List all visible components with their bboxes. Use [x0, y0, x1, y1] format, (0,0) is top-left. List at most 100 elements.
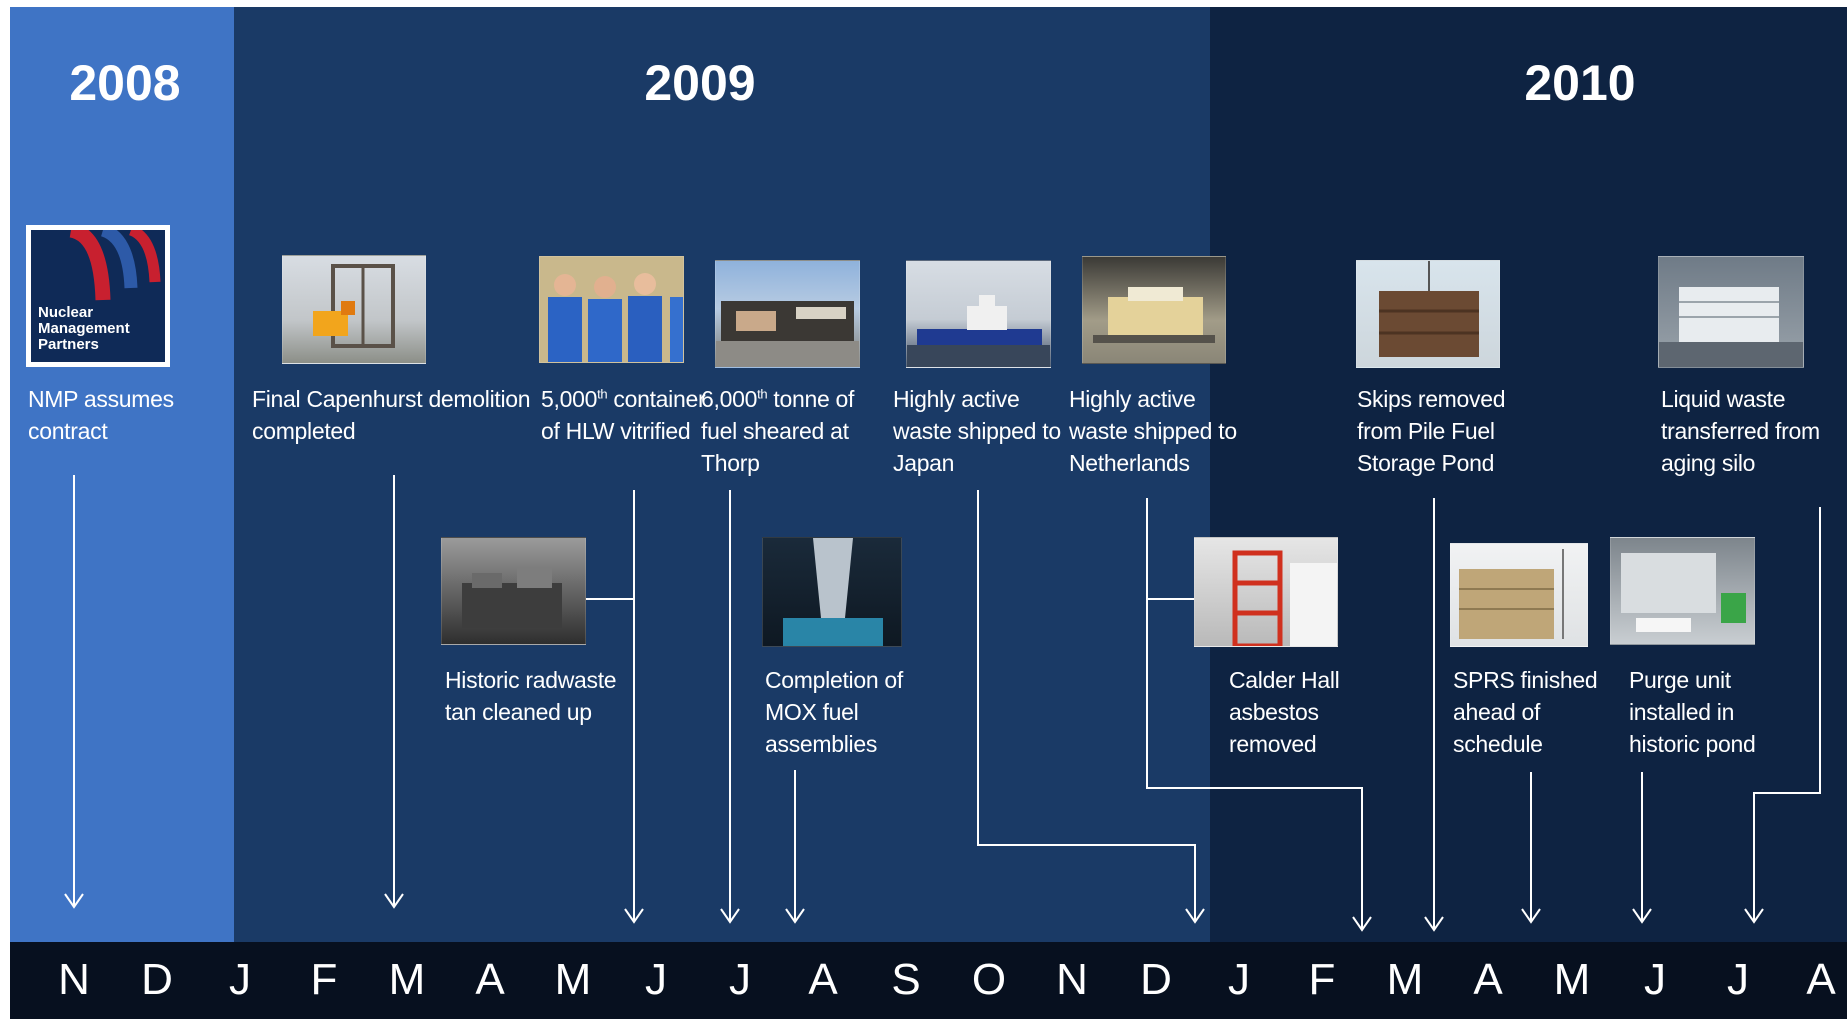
event-purge-unit: Purge unit installed in historic pond — [1629, 664, 1756, 760]
event-thorp-line-3: Thorp — [701, 450, 760, 476]
timeline-month-bar — [10, 942, 1847, 1019]
month-label: S — [891, 955, 921, 1004]
event-calder-line-1: Calder Hall — [1229, 667, 1340, 693]
flask-transport-icon — [1093, 287, 1215, 343]
event-calder-hall: Calder Hall asbestos removed — [1229, 664, 1340, 760]
thorp-photo — [715, 260, 860, 368]
event-mox-line-3: assemblies — [765, 731, 878, 757]
arrow-japan — [977, 490, 1196, 920]
year-heading-2010: 2010 — [1524, 55, 1636, 111]
event-calder-line-3: removed — [1229, 731, 1317, 757]
event-sprs-line-2: ahead of — [1453, 699, 1541, 725]
event-capenhurst-line-1: Final Capenhurst demolition — [252, 386, 531, 412]
radwaste-tank-photo — [441, 537, 586, 645]
arrow-netherlands — [1146, 498, 1363, 928]
year-heading-2008: 2008 — [69, 55, 181, 111]
event-japan-line-1: Highly active — [893, 386, 1020, 412]
event-skips-line-3: Storage Pond — [1357, 450, 1495, 476]
event-mox-fuel: Completion of MOX fuel assemblies — [765, 664, 903, 760]
event-liquid-line-3: aging silo — [1661, 450, 1756, 476]
month-label: M — [388, 955, 426, 1004]
month-label: M — [1553, 955, 1591, 1004]
event-radwaste-tank: Historic radwaste tan cleaned up — [445, 664, 617, 728]
year-heading-2009: 2009 — [644, 55, 756, 111]
silo-building-icon — [1659, 287, 1803, 367]
month-label: M — [554, 955, 592, 1004]
purge-unit-icon — [1621, 553, 1746, 632]
event-japan-shipment: Highly active waste shipped to Japan — [893, 383, 1061, 479]
event-thorp-line-1-rest: tonne of — [767, 386, 855, 412]
month-label: F — [310, 955, 338, 1004]
month-label: O — [971, 955, 1007, 1004]
sprs-photo — [1450, 543, 1588, 647]
fuel-assembly-icon — [783, 538, 883, 646]
hlw-team-photo — [539, 256, 684, 363]
month-label: D — [1140, 955, 1172, 1004]
event-radwaste-line-2: tan cleaned up — [445, 699, 592, 725]
month-label: A — [1473, 955, 1503, 1004]
event-skips-removed: Skips removed from Pile Fuel Storage Pon… — [1357, 383, 1506, 479]
event-netherlands-line-1: Highly active — [1069, 386, 1196, 412]
scaffold-structure-icon — [1232, 550, 1337, 646]
calder-hall-photo — [1194, 537, 1338, 647]
capenhurst-photo — [282, 255, 426, 364]
logo-line-3: Partners — [38, 336, 99, 353]
event-mox-line-2: MOX fuel — [765, 699, 859, 725]
year-panel-2009 — [234, 7, 1210, 942]
event-sprs: SPRS finished ahead of schedule — [1453, 664, 1598, 760]
netherlands-photo — [1082, 256, 1226, 364]
event-capenhurst: Final Capenhurst demolition completed — [252, 383, 531, 447]
event-japan-line-2: waste shipped to — [893, 418, 1061, 444]
event-hlw-line-1-rest: container — [607, 386, 706, 412]
month-label: J — [229, 955, 251, 1004]
cargo-ship-icon — [907, 295, 1050, 367]
liquid-waste-photo — [1658, 256, 1804, 368]
event-skips-line-2: from Pile Fuel — [1357, 418, 1495, 444]
event-nmp-line-2: contract — [28, 418, 108, 444]
event-hlw-line-2: of HLW vitrified — [541, 418, 691, 444]
event-nmp-line-1: NMP assumes — [28, 386, 174, 412]
event-purge-line-2: installed in — [1629, 699, 1735, 725]
month-label: D — [141, 955, 173, 1004]
month-label: J — [1644, 955, 1666, 1004]
demolition-rig-icon — [313, 264, 395, 348]
arrowheads — [64, 893, 1764, 932]
event-radwaste-line-1: Historic radwaste — [445, 667, 617, 693]
sprs-building-icon — [1459, 549, 1564, 639]
japan-ship-photo — [906, 260, 1051, 368]
event-thorp-ordinal: th — [757, 386, 768, 402]
skips-photo — [1356, 260, 1500, 368]
event-nmp-contract: NMP assumes contract — [28, 383, 174, 447]
event-thorp-line-2: fuel sheared at — [701, 418, 849, 444]
month-label: A — [475, 955, 505, 1004]
event-liquid-line-2: transferred from — [1661, 418, 1820, 444]
month-label: J — [729, 955, 751, 1004]
event-purge-line-1: Purge unit — [1629, 667, 1731, 693]
month-label: N — [1056, 955, 1088, 1004]
tank-site-icon — [462, 568, 562, 628]
event-sprs-line-1: SPRS finished — [1453, 667, 1598, 693]
month-label: A — [808, 955, 838, 1004]
event-sprs-line-3: schedule — [1453, 731, 1543, 757]
arrow-liquid — [1753, 507, 1821, 920]
event-netherlands-shipment: Highly active waste shipped to Netherlan… — [1069, 383, 1237, 479]
year-panel-2008 — [10, 7, 234, 942]
plant-building-icon — [716, 301, 859, 367]
event-liquid-waste: Liquid waste transferred from aging silo — [1661, 383, 1820, 479]
skip-container-icon — [1379, 261, 1479, 357]
event-hlw-number: 5,000 — [541, 386, 598, 412]
workers-group-icon — [548, 273, 683, 362]
event-thorp: 6,000th tonne of fuel sheared at Thorp — [701, 383, 854, 479]
event-capenhurst-line-2: completed — [252, 418, 356, 444]
event-japan-line-3: Japan — [893, 450, 955, 476]
month-label: M — [1386, 955, 1424, 1004]
event-netherlands-line-3: Netherlands — [1069, 450, 1190, 476]
month-label: A — [1806, 955, 1836, 1004]
event-hlw-vitrified: 5,000th container of HLW vitrified — [541, 383, 706, 447]
year-panel-2010 — [1210, 7, 1847, 942]
nmp-logo: Nuclear Management Partners — [26, 225, 170, 367]
event-thorp-number: 6,000 — [701, 386, 758, 412]
event-skips-line-1: Skips removed — [1357, 386, 1506, 412]
event-calder-line-2: asbestos — [1229, 699, 1319, 725]
